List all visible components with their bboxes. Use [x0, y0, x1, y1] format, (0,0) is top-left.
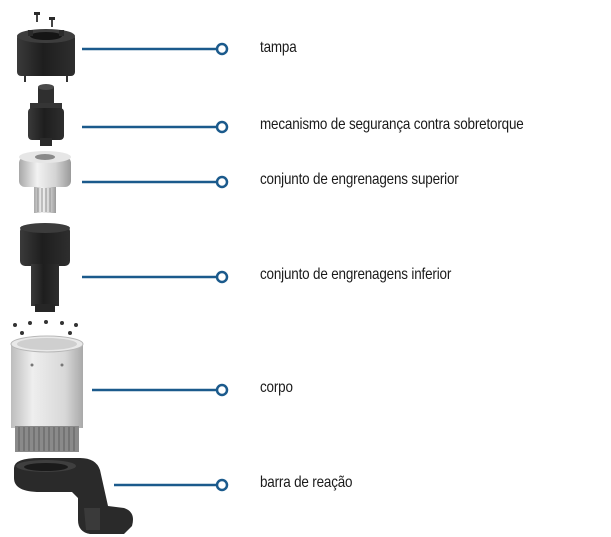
screw-icon	[49, 17, 55, 27]
leader-terminal-tampa	[215, 42, 229, 56]
leader-terminal-lower-gears	[215, 270, 229, 284]
upper-gears-part-illustration	[19, 151, 71, 213]
label-lower-gear-set: conjunto de engrenagens inferior	[260, 266, 452, 283]
bearing-balls	[13, 320, 78, 335]
label-reaction-bar: barra de reação	[260, 474, 353, 491]
leader-lines	[82, 42, 229, 492]
overtorque-part-illustration	[28, 84, 64, 146]
corpo-part-illustration	[10, 335, 84, 452]
reaction-bar-part-illustration	[14, 458, 133, 534]
leader-terminal-reaction-bar	[215, 478, 229, 492]
lower-gears-part-illustration	[20, 223, 70, 312]
screw-icon	[34, 12, 40, 22]
leader-terminal-upper-gears	[215, 175, 229, 189]
leader-terminal-overtorque	[215, 120, 229, 134]
label-corpo: corpo	[260, 379, 293, 396]
leader-terminal-corpo	[215, 383, 229, 397]
tampa-part-illustration	[17, 12, 75, 82]
label-tampa: tampa	[260, 39, 297, 56]
label-upper-gear-set: conjunto de engrenagens superior	[260, 171, 459, 188]
label-overtorque-mechanism: mecanismo de segurança contra sobretorqu…	[260, 116, 524, 133]
